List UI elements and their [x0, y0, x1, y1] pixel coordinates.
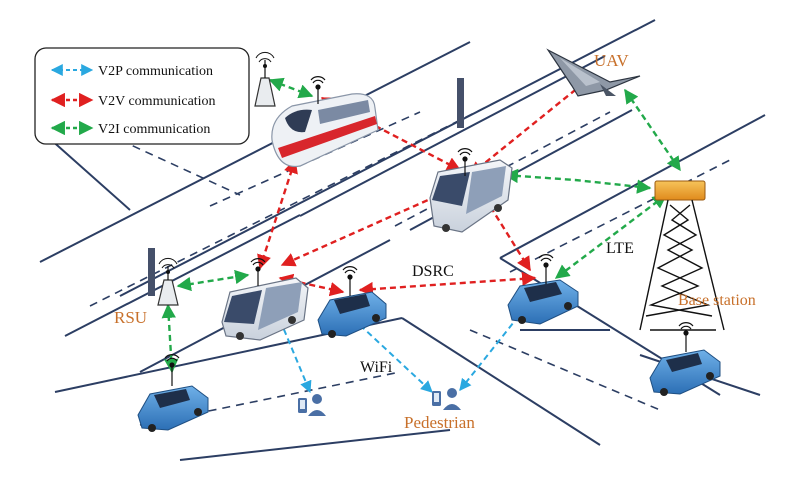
rsu-label: RSU [114, 308, 147, 327]
bus-lower [221, 277, 309, 341]
v2p-link [359, 324, 433, 393]
road-pole [457, 78, 464, 128]
train-stripe [278, 116, 377, 158]
car-center [317, 291, 387, 338]
pedestrian-label: Pedestrian [404, 413, 475, 432]
v2p-link [279, 319, 312, 394]
uav-label: UAV [594, 51, 629, 70]
antenna-icon [164, 354, 180, 386]
car-right [507, 279, 579, 325]
car-bottom-left [137, 385, 209, 432]
v2v-link [280, 186, 457, 267]
legend: V2P communication V2V communication V2I … [34, 47, 250, 145]
legend-v2p-label: V2P communication [98, 64, 213, 79]
v2i-link [176, 269, 250, 292]
antenna-icon [310, 76, 326, 104]
base-station-tower [639, 180, 725, 331]
v2i-link [624, 88, 681, 172]
rsu-unit-left [157, 257, 179, 306]
v2i-link [161, 303, 179, 374]
car-bottom-right [649, 349, 721, 396]
base-station-box [654, 180, 706, 201]
train-side-windows [318, 100, 370, 124]
road-pole [148, 248, 155, 296]
train [271, 93, 379, 168]
bus-upper [429, 159, 513, 233]
legend-v2v-label: V2V communication [98, 94, 216, 109]
v2i-link [503, 168, 652, 194]
v2i-link [268, 77, 314, 99]
antenna-icon [678, 322, 694, 352]
legend-v2i-label: V2I communication [98, 122, 210, 137]
pedestrian-icon [298, 394, 326, 416]
v2i-link [554, 194, 668, 279]
v2p-link [459, 307, 526, 391]
v2v-link [468, 77, 592, 176]
lte-label: LTE [606, 240, 634, 257]
dsrc-label: DSRC [412, 263, 454, 280]
antenna-icon [457, 148, 473, 176]
train-window [285, 109, 312, 133]
pedestrian-icon [432, 388, 461, 410]
antenna-icon [538, 254, 554, 284]
antenna-icon [342, 266, 358, 296]
v2p-links [279, 307, 526, 394]
wifi-label: WiFi [360, 359, 393, 376]
v2i-links [161, 77, 681, 374]
uav-drone [546, 48, 641, 97]
antenna-icon [250, 258, 266, 286]
base-station-label: Base station [678, 292, 756, 309]
v2v-link [257, 158, 298, 270]
rsu-unit [254, 51, 276, 107]
